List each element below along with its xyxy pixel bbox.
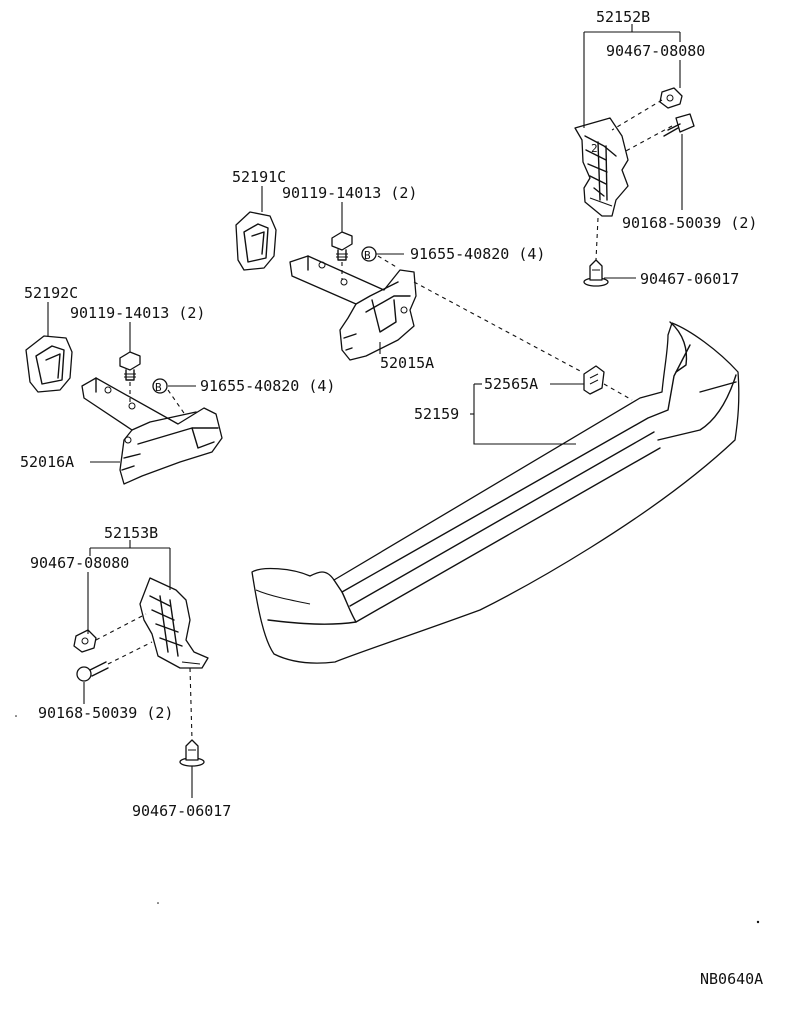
label-90119-14013-left: 90119-14013 (2) [70, 304, 205, 322]
screw-90168-50039-right [663, 113, 695, 137]
label-52192C: 52192C [24, 284, 78, 302]
label-52152B: 52152B [596, 8, 650, 26]
label-91655-40820-center: 91655-40820 (4) [410, 245, 545, 263]
label-90467-08080-left: 90467-08080 [30, 554, 129, 572]
pad-52192C [25, 335, 73, 393]
clip-nut-90467-08080-left [73, 629, 97, 653]
rear-bumper-cover [251, 321, 740, 664]
leader-lines [47, 24, 683, 798]
bracket-52016A [81, 377, 223, 485]
label-52153B: 52153B [104, 524, 158, 542]
bracket-52015A [289, 255, 417, 361]
washer-91655-center: B [361, 246, 377, 262]
label-90168-50039-left: 90168-50039 (2) [38, 704, 173, 722]
label-91655-40820-left: 91655-40820 (4) [200, 377, 335, 395]
clip-90467-06017-right [583, 259, 609, 287]
clip-nut-90467-08080-right [659, 87, 683, 109]
label-52191C: 52191C [232, 168, 286, 186]
svg-text:B: B [155, 381, 162, 394]
part-labels: 52152B 90467-08080 90168-50039 (2) 90467… [20, 8, 763, 988]
clip-90467-06017-left [179, 739, 205, 767]
clip-52565A [583, 365, 605, 395]
drawing-number: NB0640A [700, 970, 763, 988]
label-90119-14013-center: 90119-14013 (2) [282, 184, 417, 202]
washer-91655-left: B [152, 378, 168, 394]
label-90467-06017-right: 90467-06017 [640, 270, 739, 288]
label-52015A: 52015A [380, 354, 434, 372]
label-90467-06017-left: 90467-06017 [132, 802, 231, 820]
assembly-lines [95, 99, 673, 741]
label-52159: 52159 [414, 405, 459, 423]
svg-text:B: B [364, 249, 371, 262]
label-52016A: 52016A [20, 453, 74, 471]
label-52565A: 52565A [484, 375, 538, 393]
screw-90168-50039-left [76, 661, 109, 682]
bolt-90119-14013-left [119, 351, 141, 381]
retainer-52152B: 2 [574, 117, 629, 217]
scan-specks [15, 715, 760, 924]
bolt-90119-14013-center [331, 231, 353, 261]
pad-52191C [235, 211, 277, 271]
label-90467-08080-right: 90467-08080 [606, 42, 705, 60]
label-90168-50039-right: 90168-50039 (2) [622, 214, 757, 232]
retainer-52153B [139, 577, 209, 669]
svg-text:2: 2 [591, 142, 598, 155]
